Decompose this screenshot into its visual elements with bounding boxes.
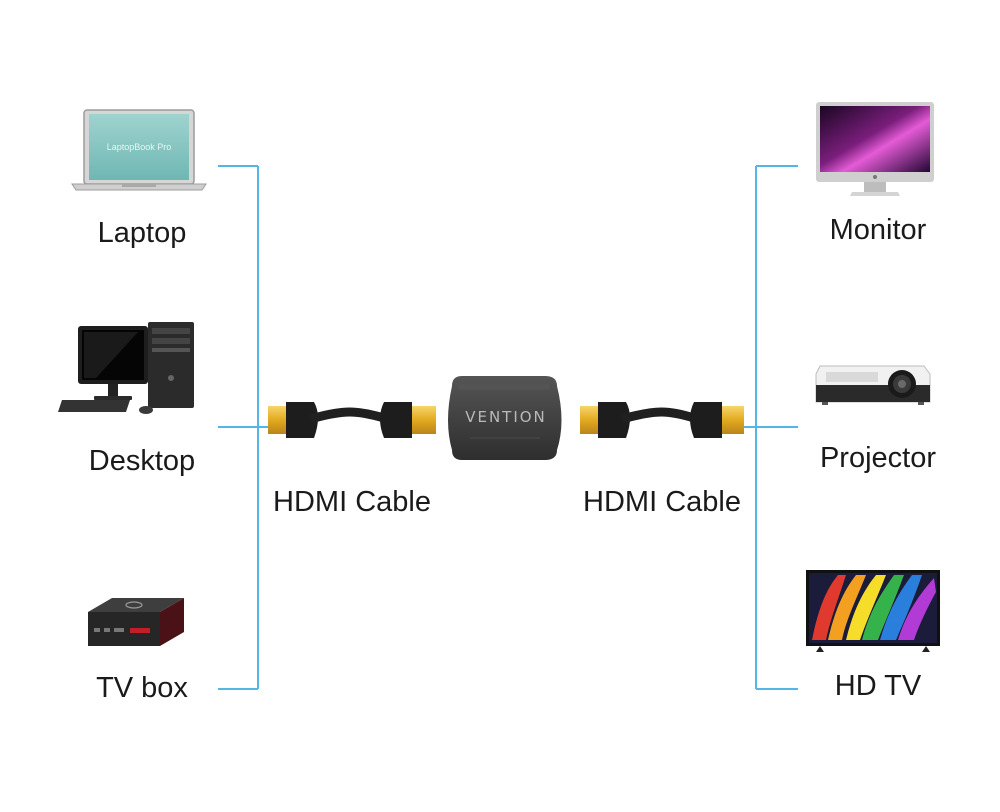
desktop-computer-icon — [58, 322, 194, 414]
source-label-tv-box: TV box — [96, 672, 188, 704]
left-bracket — [218, 165, 272, 690]
hdmi-cable-icon — [268, 402, 436, 438]
monitor-icon — [816, 102, 934, 196]
hdmi-cable-icon — [580, 402, 744, 438]
cable-label-right: HDMI Cable — [583, 486, 741, 518]
source-label-desktop: Desktop — [89, 445, 195, 477]
display-label-hd-tv: HD TV — [835, 670, 922, 702]
right-bracket — [742, 165, 798, 690]
display-label-projector: Projector — [820, 442, 936, 474]
projector-icon — [815, 365, 931, 405]
tv-box-icon — [88, 598, 184, 646]
cable-label-left: HDMI Cable — [273, 486, 431, 518]
laptop-icon: LaptopBook Pro — [71, 109, 207, 191]
source-label-laptop: Laptop — [98, 217, 187, 249]
laptop-screen-text: LaptopBook Pro — [107, 142, 172, 152]
display-label-monitor: Monitor — [830, 214, 927, 246]
hd-tv-icon — [806, 570, 940, 652]
hdmi-coupler-icon: VENTION — [448, 376, 562, 460]
adapter-brand-text: VENTION — [465, 408, 547, 426]
